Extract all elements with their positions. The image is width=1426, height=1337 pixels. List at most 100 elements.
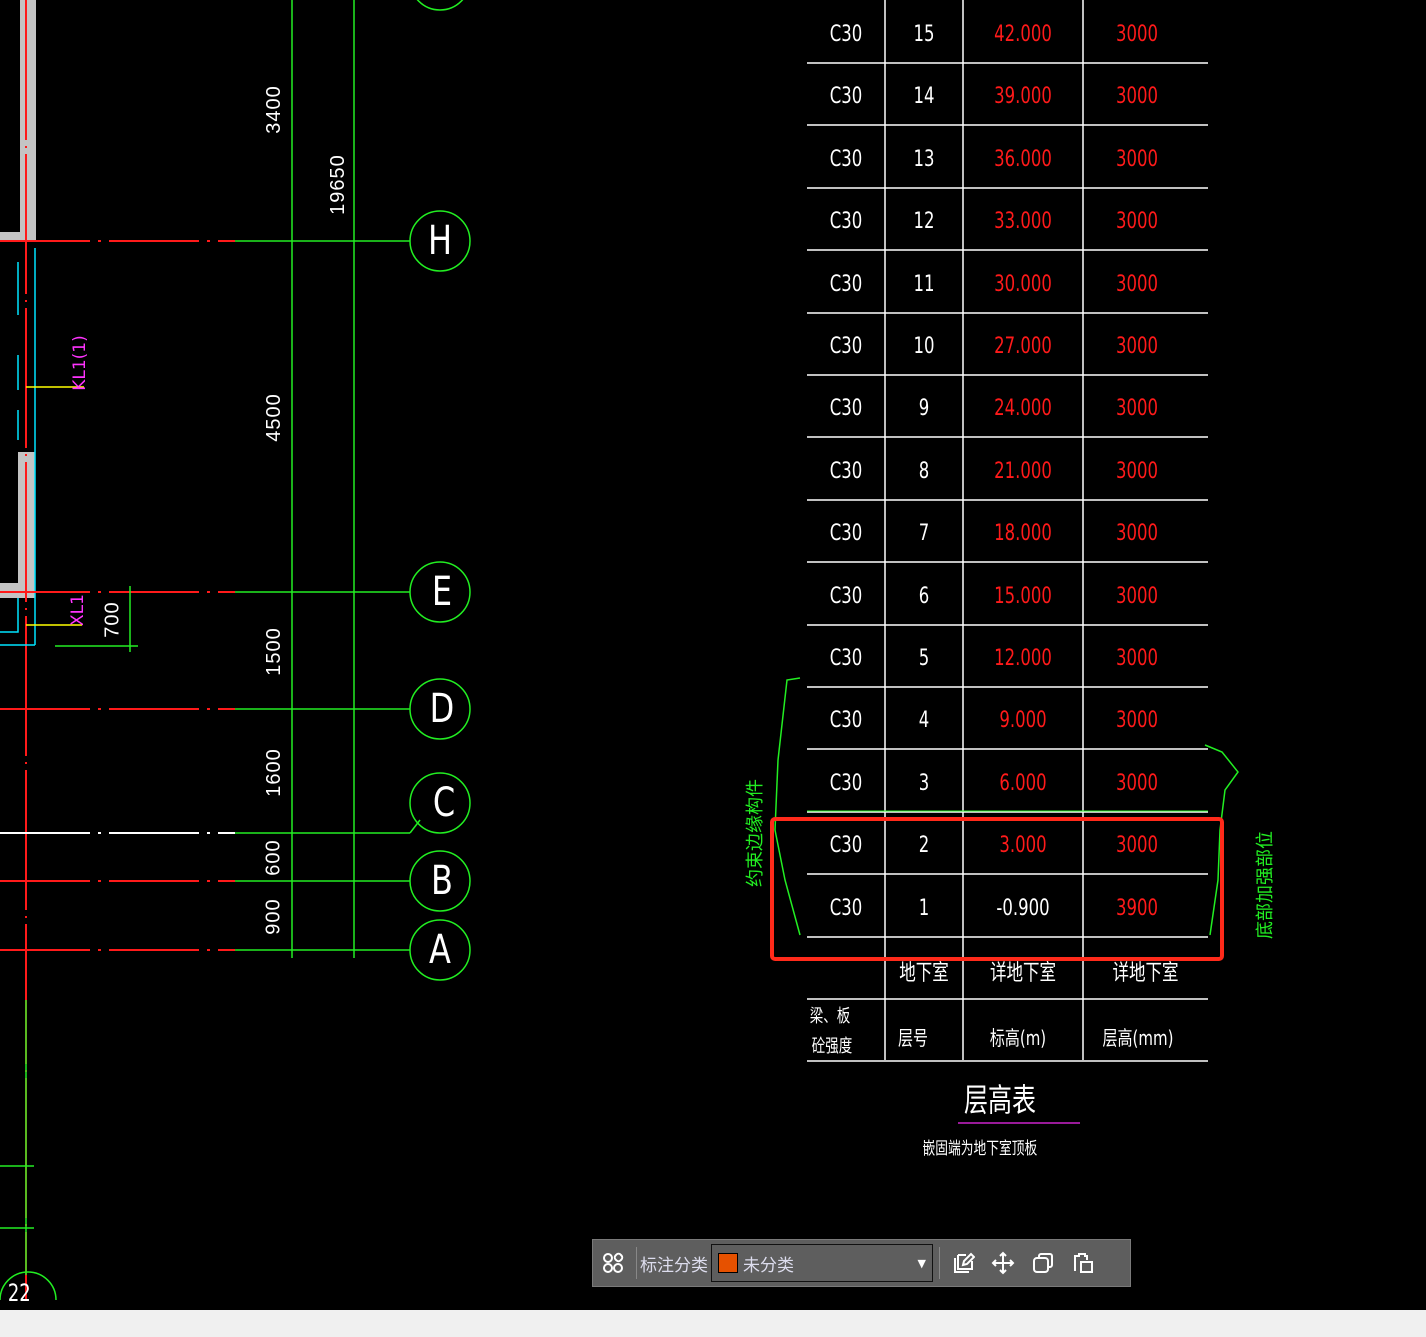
- cell-floor: 4: [918, 708, 930, 734]
- cell-concrete: C30: [829, 521, 863, 547]
- cell-concrete: C30: [829, 708, 863, 734]
- axis-label-h: H: [427, 218, 453, 264]
- header-elevation: 标高(m): [989, 1026, 1047, 1050]
- cell-height: 3000: [1116, 22, 1158, 47]
- dim-4500: 4500: [262, 393, 285, 442]
- cell-elevation: 39.000: [994, 84, 1052, 110]
- cell-floor: 11: [913, 271, 935, 297]
- axis-label-22: 22: [7, 1279, 31, 1307]
- cell-height: 3000: [1116, 271, 1158, 297]
- brace-right: [1204, 744, 1239, 936]
- cell-elevation: 3.000: [999, 833, 1047, 859]
- axis-bubble: [409, 850, 471, 912]
- header-floor: 层号: [898, 1026, 928, 1050]
- cell-height: 3000: [1116, 146, 1158, 172]
- cell-elevation: 30.000: [994, 271, 1052, 297]
- wall-outline: [0, 248, 36, 646]
- category-label: 标注分类: [640, 1255, 708, 1276]
- cell-floor: 8: [918, 458, 930, 484]
- cell-concrete: C30: [829, 22, 863, 47]
- bubble-leader: [409, 819, 421, 834]
- cell-concrete: C30: [829, 396, 863, 422]
- beam-label-kl: KL1(1): [69, 335, 90, 391]
- beam-label-xl: XL1: [67, 594, 88, 626]
- copy-icon[interactable]: [1023, 1243, 1063, 1283]
- cell-elevation: 24.000: [994, 396, 1052, 422]
- cell-height: 3000: [1116, 770, 1158, 796]
- cell-elevation: 15.000: [994, 583, 1052, 609]
- cell-height: 3000: [1116, 396, 1158, 422]
- table-title: 层高表: [963, 1081, 1036, 1119]
- cell-floor: 13: [913, 146, 935, 172]
- basement-height: 详地下室: [1112, 961, 1179, 986]
- axis-label-a: A: [429, 927, 451, 973]
- cell-height: 3000: [1116, 583, 1158, 609]
- cell-height: 3000: [1116, 209, 1158, 235]
- cell-floor: 2: [918, 833, 930, 859]
- axis-bubble: [409, 678, 471, 740]
- cell-elevation: 12.000: [994, 646, 1052, 671]
- highlight-box: [770, 817, 1224, 961]
- axis-bubble: [409, 919, 471, 981]
- header-concrete-2: 砼强度: [811, 1036, 853, 1057]
- cell-elevation: 21.000: [994, 458, 1052, 484]
- axis-label-e: E: [431, 569, 453, 615]
- wall-void: [0, 0, 20, 232]
- axis-bubble: [416, 0, 464, 11]
- cell-elevation: 27.000: [994, 334, 1052, 359]
- move-icon[interactable]: [983, 1243, 1023, 1283]
- category-select[interactable]: 未分类 ▼: [711, 1244, 933, 1282]
- cell-concrete: C30: [829, 146, 863, 172]
- cell-concrete: C30: [829, 583, 863, 609]
- cell-concrete: C30: [829, 833, 863, 859]
- cell-elevation: 42.000: [994, 22, 1052, 47]
- paste-icon[interactable]: [1063, 1243, 1103, 1283]
- category-select-value: 未分类: [743, 1255, 794, 1276]
- cell-floor: 6: [918, 583, 930, 609]
- cell-height: 3000: [1116, 521, 1158, 547]
- axis-bubble: [0, 1271, 57, 1301]
- category-color-swatch: [718, 1253, 738, 1273]
- cell-elevation: 6.000: [999, 770, 1047, 796]
- axis-bubble: [409, 772, 471, 834]
- cell-concrete: C30: [829, 646, 863, 671]
- cell-floor: 1: [918, 895, 930, 921]
- cell-height: 3000: [1116, 458, 1158, 484]
- header-concrete-1: 梁、板: [809, 1006, 851, 1027]
- cell-height: 3000: [1116, 84, 1158, 110]
- dim-900: 900: [262, 898, 285, 935]
- chevron-down-icon: ▼: [917, 1256, 926, 1270]
- note-bottom-strengthened: 底部加强部位: [1255, 831, 1276, 939]
- cell-floor: 15: [913, 22, 935, 47]
- cell-concrete: C30: [829, 84, 863, 110]
- axis-bubble: [409, 210, 471, 272]
- divider: [939, 1247, 940, 1279]
- cell-floor: 12: [913, 209, 935, 235]
- dim-1600: 1600: [262, 748, 285, 797]
- cell-floor: 7: [918, 521, 930, 547]
- cell-elevation: 36.000: [994, 146, 1052, 172]
- annotation-toolbar: 标注分类 未分类 ▼: [592, 1239, 1131, 1287]
- cell-floor: 14: [913, 84, 935, 110]
- note-boundary-elements: 约束边缘构件: [745, 779, 766, 887]
- dim-1500: 1500: [262, 627, 285, 676]
- divider: [636, 1247, 637, 1279]
- cad-canvas[interactable]: [0, 0, 1426, 1310]
- dim-3400: 3400: [262, 85, 285, 134]
- cell-floor: 9: [918, 396, 930, 422]
- basement-floor: 地下室: [899, 961, 949, 986]
- edit-icon[interactable]: [943, 1243, 983, 1283]
- cell-floor: 5: [918, 646, 930, 671]
- dim-600: 600: [262, 839, 285, 876]
- basement-elevation: 详地下室: [989, 961, 1056, 986]
- cell-concrete: C30: [829, 895, 863, 921]
- cell-concrete: C30: [829, 209, 863, 235]
- cell-height: 3000: [1116, 833, 1158, 859]
- grid-icon[interactable]: [593, 1243, 633, 1283]
- header-height: 层高(mm): [1102, 1026, 1174, 1050]
- cell-concrete: C30: [829, 271, 863, 297]
- brace-left: [774, 677, 801, 936]
- table-note: 嵌固端为地下室顶板: [922, 1139, 1038, 1159]
- cell-elevation: 33.000: [994, 209, 1052, 235]
- cell-elevation: 18.000: [994, 521, 1052, 547]
